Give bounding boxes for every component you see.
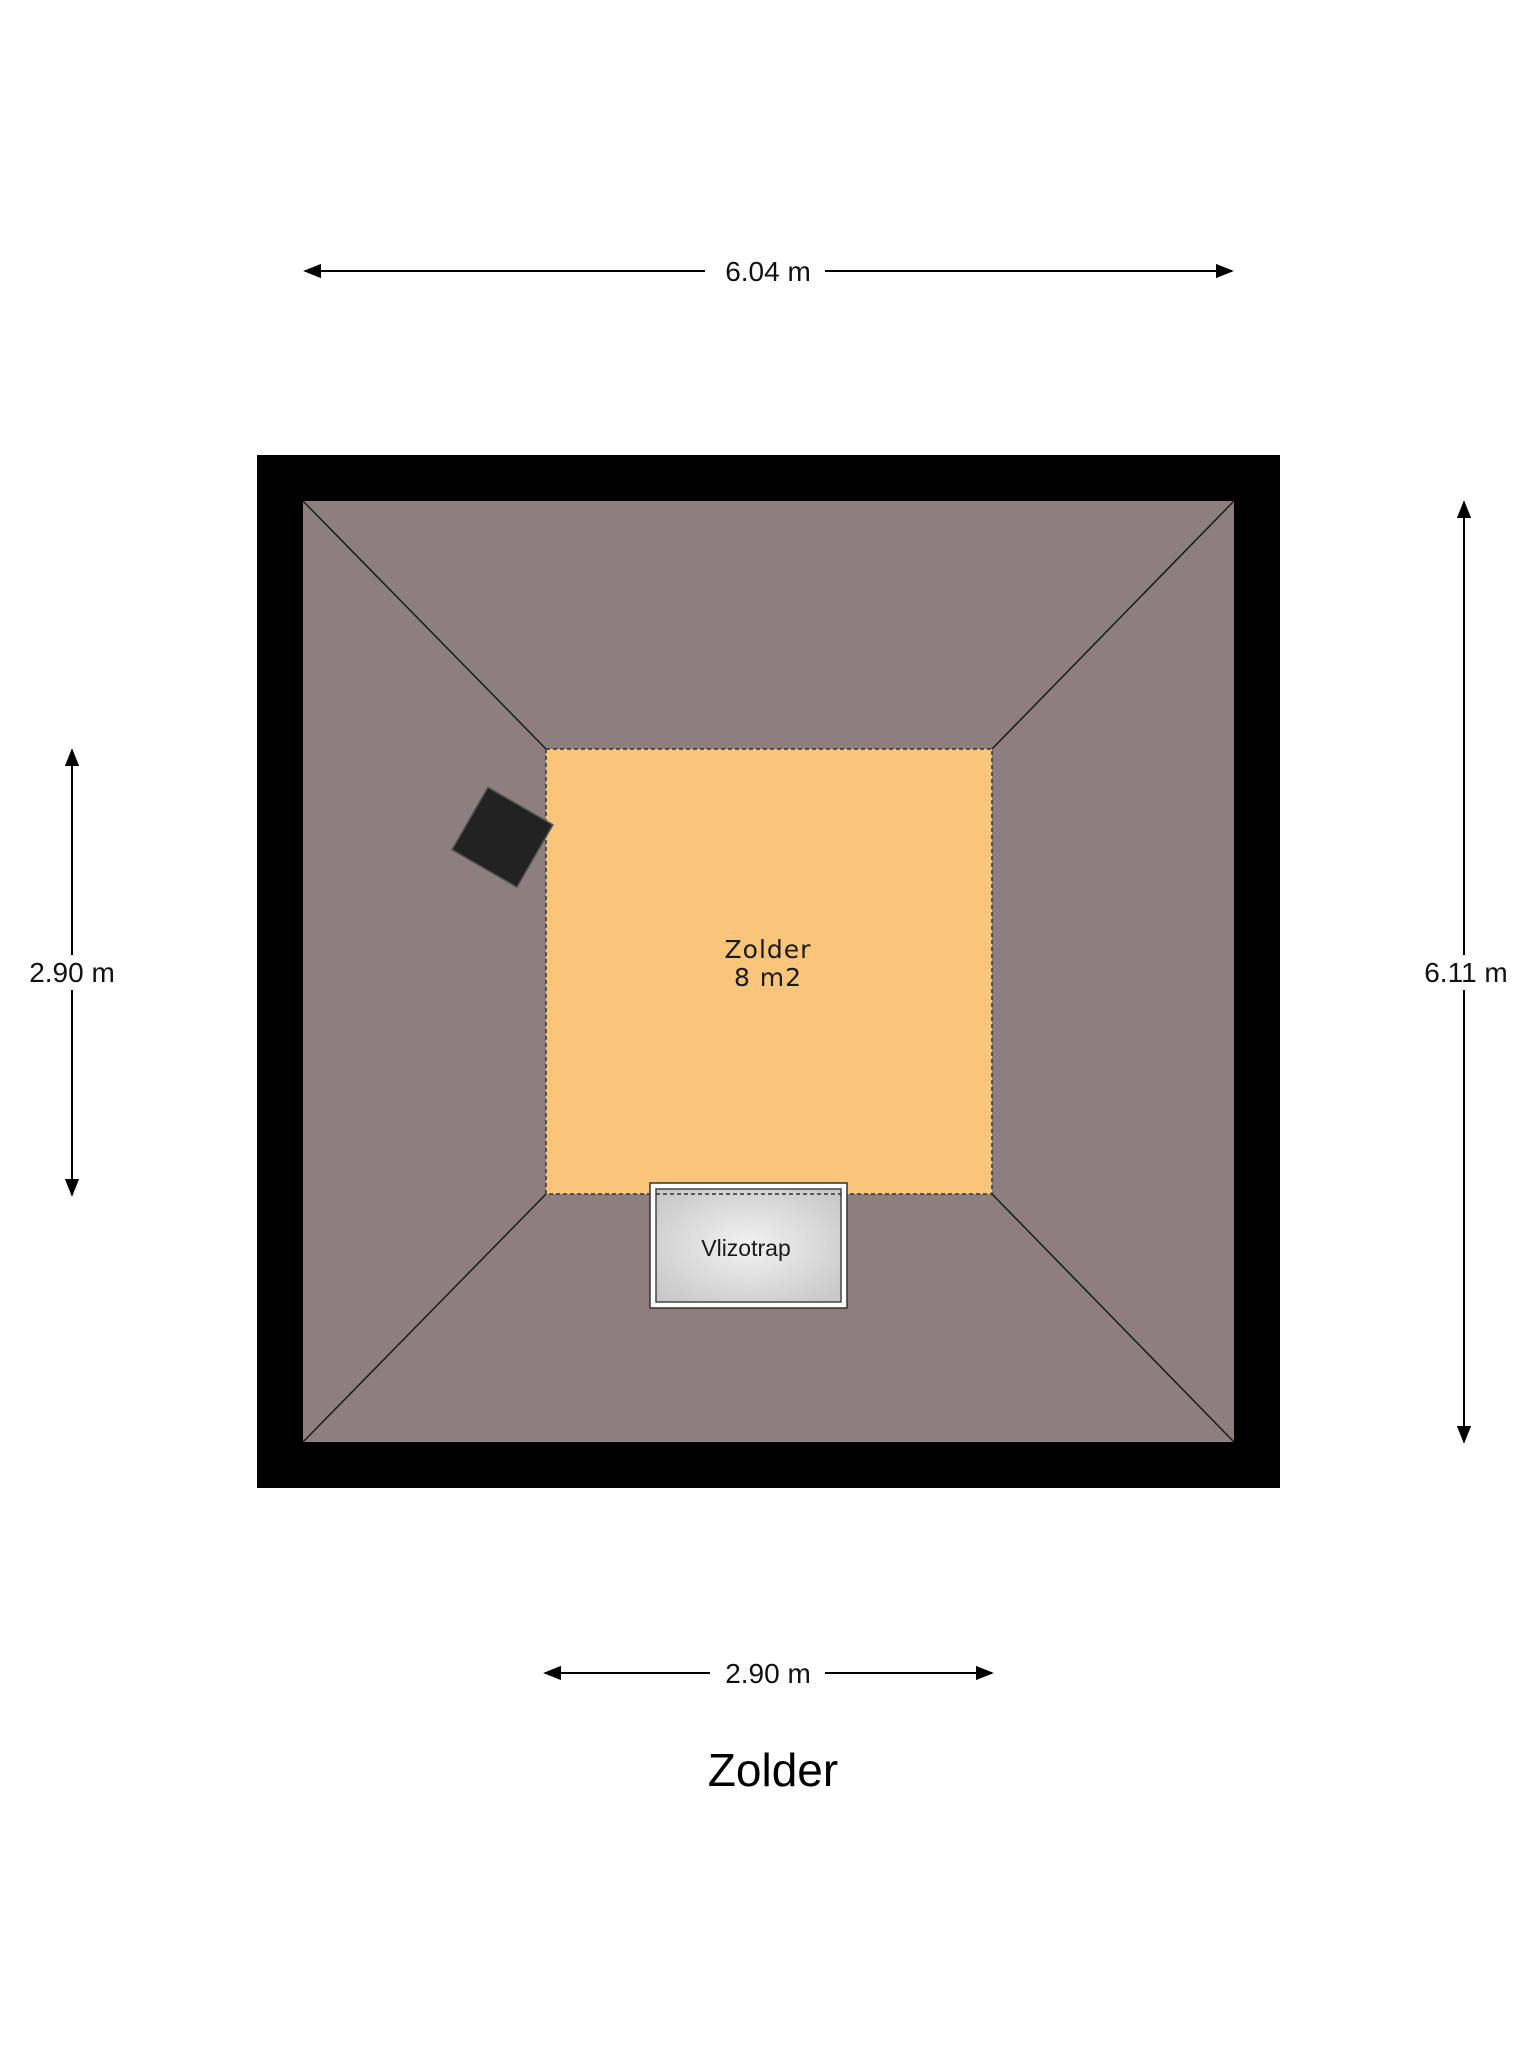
dimension-top-label: 6.04 m [725, 256, 811, 287]
loft-stair: Vlizotrap [649, 1182, 848, 1309]
chimney [450, 786, 554, 889]
room-name: Zolder [725, 935, 812, 964]
floor-title: Zolder [708, 1744, 838, 1796]
loft-stair-label: Vlizotrap [701, 1235, 790, 1261]
dimension-top: 6.04 m [303, 256, 1234, 287]
room-zolder [545, 748, 993, 1195]
dimension-right-label: 6.11 m [1424, 957, 1508, 988]
dimension-bottom-label: 2.90 m [725, 1658, 811, 1689]
dimension-right: 6.11 m [1424, 500, 1508, 1444]
dimension-left-label: 2.90 m [29, 957, 115, 988]
roof-hip-lines [302, 500, 1235, 1443]
dimension-left: 2.90 m [29, 748, 115, 1197]
room-area: 8 m2 [734, 963, 802, 992]
dimension-bottom: 2.90 m [543, 1658, 994, 1689]
